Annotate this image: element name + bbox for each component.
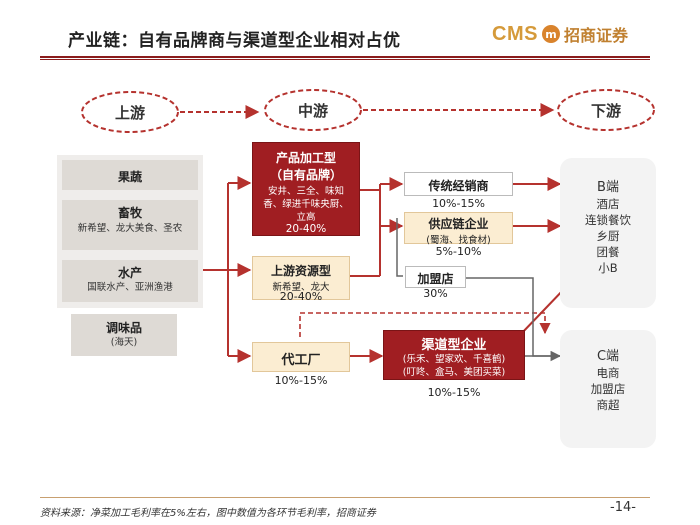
upstream-item-title: 果蔬 <box>117 170 142 184</box>
channel-enterprise-companies-2: (叮咚、盒马、美团买菜) <box>402 367 506 378</box>
product-processing-box: 产品加工型 （自有品牌） 安井、三全、味知香、绿进千味央厨、立高 <box>252 142 360 236</box>
stage-downstream-ellipse <box>557 89 655 131</box>
upstream-item-title: 水产 <box>117 266 142 280</box>
stage-midstream-ellipse <box>264 89 362 131</box>
b-end-item: 乡厨 <box>596 229 620 243</box>
c-end-box <box>560 330 656 448</box>
b-end-item: 连锁餐饮 <box>585 213 631 227</box>
product-processing-companies: 安井、三全、味知香、绿进千味央厨、立高 <box>263 186 349 223</box>
stage-midstream-label: 中游 <box>297 101 328 120</box>
franchise-title: 加盟店 <box>417 272 454 286</box>
title-divider <box>40 56 650 58</box>
source-note: 资料来源：净菜加工毛利率在5%左右，图中数值为各环节毛利率，招商证券 <box>40 508 376 519</box>
supply-chain-box: 供应链企业 (蜀海、找食材) <box>404 212 513 246</box>
title-divider-thin <box>40 59 650 60</box>
stage-upstream-ellipse <box>81 91 179 133</box>
logo-cms-text: CMS <box>492 22 538 45</box>
c-end-title: C端 <box>596 349 620 364</box>
upstream-item-condiment: 调味品 (海天) <box>71 314 177 356</box>
upstream-resource-title: 上游资源型 <box>270 264 331 278</box>
oem-factory-box: 代工厂 <box>252 342 350 372</box>
stage-upstream-label: 上游 <box>114 103 145 122</box>
channel-enterprise-title: 渠道型企业 <box>421 338 487 353</box>
c-end-content: C端 电商 加盟店 商超 <box>560 349 656 413</box>
upstream-item-produce: 果蔬 <box>62 160 198 190</box>
upstream-item-title: 畜牧 <box>117 206 142 220</box>
upstream-item-companies: 新希望、龙大美食、圣农 <box>77 223 183 234</box>
product-processing-subtitle: （自有品牌） <box>269 168 342 182</box>
upstream-item-livestock: 畜牧 新希望、龙大美食、圣农 <box>62 200 198 250</box>
channel-enterprise-margin: 10%-15% <box>427 386 481 399</box>
channel-enterprise-box: 渠道型企业 (乐禾、望家欢、千喜鹤) (叮咚、盒马、美团买菜) <box>383 330 525 380</box>
traditional-distributor-margin: 10%-15% <box>432 197 485 210</box>
upstream-item-seafood: 水产 国联水产、亚洲渔港 <box>62 260 198 302</box>
b-end-box <box>560 158 656 308</box>
b-end-content: B端 酒店 连锁餐饮 乡厨 团餐 小B <box>560 180 656 276</box>
b-end-title: B端 <box>597 180 619 195</box>
footer-divider <box>40 497 650 498</box>
upstream-resource-companies: 新希望、龙大 <box>272 282 330 293</box>
traditional-distributor-title: 传统经销商 <box>428 179 489 193</box>
supply-chain-companies: (蜀海、找食材) <box>426 235 491 246</box>
supply-chain-title: 供应链企业 <box>428 217 489 231</box>
upstream-resource-margin: 20-40% <box>279 290 323 303</box>
b-end-item: 小B <box>598 261 618 275</box>
b-end-item: 酒店 <box>596 197 620 211</box>
upstream-item-title: 调味品 <box>105 321 142 335</box>
stage-downstream-label: 下游 <box>590 101 621 120</box>
b-end-item: 团餐 <box>596 245 620 259</box>
upstream-item-companies: (海天) <box>110 337 138 348</box>
page-title: 产业链：自有品牌商与渠道型企业相对占优 <box>68 31 401 51</box>
company-logo: CMS m 招商证券 <box>492 22 628 46</box>
page-number: -14- <box>610 500 636 515</box>
franchise-margin: 30% <box>423 287 448 300</box>
c-end-item: 电商 <box>596 366 620 380</box>
upstream-item-companies: 国联水产、亚洲渔港 <box>87 282 173 293</box>
traditional-distributor-box: 传统经销商 <box>404 172 513 196</box>
franchise-box: 加盟店 <box>405 266 466 288</box>
oem-factory-margin: 10%-15% <box>274 374 328 387</box>
supply-chain-margin: 5%-10% <box>435 245 482 258</box>
channel-enterprise-companies-1: (乐禾、望家欢、千喜鹤) <box>402 354 506 365</box>
c-end-item: 加盟店 <box>590 382 626 396</box>
logo-circle-icon: m <box>541 25 560 43</box>
upstream-resource-box: 上游资源型 新希望、龙大 <box>252 256 350 300</box>
oem-factory-title: 代工厂 <box>281 353 321 368</box>
logo-cn-text: 招商证券 <box>563 26 628 45</box>
product-processing-title: 产品加工型 <box>275 151 336 165</box>
product-processing-margin: 20-40% <box>285 223 327 235</box>
c-end-item: 商超 <box>596 398 620 412</box>
